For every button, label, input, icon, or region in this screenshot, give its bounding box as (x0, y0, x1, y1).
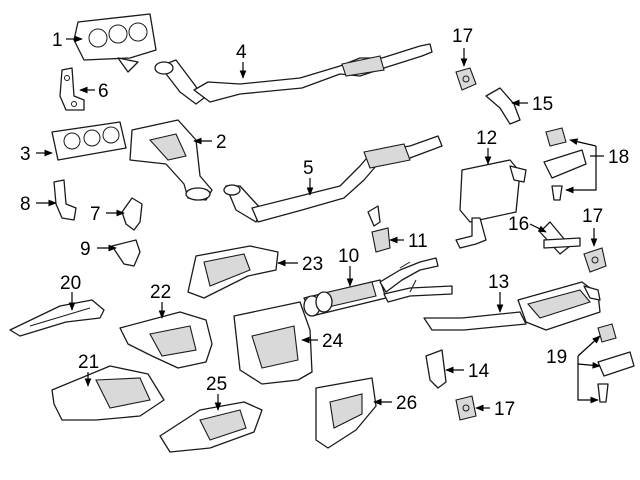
callout-17-bottom: 17 (494, 399, 515, 420)
callout-24: 24 (322, 331, 344, 352)
callout-5: 5 (303, 158, 314, 179)
callout-23: 23 (302, 254, 323, 275)
part-19-clamp-hardware (597, 323, 635, 403)
callout-21: 21 (78, 352, 99, 373)
callout-12: 12 (476, 128, 497, 149)
part-21-heat-shield (51, 365, 165, 421)
callout-7: 7 (90, 204, 101, 225)
part-3-gasket (51, 121, 127, 161)
callout-11: 11 (408, 231, 428, 252)
callout-17-top: 17 (452, 26, 473, 47)
part-24-heat-shield (233, 301, 313, 385)
callout-3: 3 (20, 144, 31, 165)
part-11-hanger (367, 205, 391, 253)
part-1-manifold-gasket (73, 13, 157, 73)
part-17-rubber-hanger-middle (583, 247, 607, 273)
callout-17-middle: 17 (582, 206, 603, 227)
part-17-rubber-hanger-top (455, 67, 477, 91)
callout-8: 8 (20, 194, 31, 215)
callout-16: 16 (508, 214, 529, 235)
callout-18: 18 (608, 147, 629, 168)
callout-2: 2 (216, 132, 227, 153)
part-13-rear-pipe-muffler (423, 281, 601, 331)
part-10-center-pipe (303, 257, 453, 317)
callout-labels: 1 2 3 4 5 6 7 8 9 10 11 12 13 14 15 16 1… (20, 26, 629, 420)
part-5-intermediate-pipe-converter (223, 135, 443, 223)
callout-9: 9 (80, 239, 91, 260)
callout-10: 10 (338, 246, 359, 267)
part-9-bracket (111, 239, 141, 267)
part-2-exhaust-manifold (129, 119, 213, 201)
part-7-bracket (121, 197, 143, 231)
part-14-hanger-bracket (425, 349, 447, 389)
callout-20: 20 (60, 273, 81, 294)
part-16-hanger-bracket (539, 221, 581, 255)
callout-4: 4 (236, 42, 247, 63)
part-26-heat-shield (315, 377, 377, 449)
callout-25: 25 (206, 374, 227, 395)
part-6-bracket (59, 67, 85, 111)
callout-1: 1 (52, 30, 63, 51)
part-12-rear-muffler (455, 159, 527, 249)
part-23-heat-shield (187, 245, 279, 299)
callout-22: 22 (150, 282, 171, 303)
callout-14: 14 (468, 361, 490, 382)
part-20-heat-shield (9, 299, 105, 337)
callout-13: 13 (488, 272, 509, 293)
part-18-clamp-hardware (543, 127, 587, 201)
part-25-heat-shield (159, 401, 263, 453)
callout-6: 6 (98, 81, 109, 102)
callout-15: 15 (532, 94, 553, 115)
callout-19: 19 (546, 347, 567, 368)
part-15-hanger-bracket (485, 87, 521, 125)
part-4-front-pipe-catalytic-converter (154, 43, 433, 105)
callout-26: 26 (396, 393, 417, 414)
part-22-heat-shield (119, 311, 213, 369)
part-8-bracket (53, 179, 77, 221)
part-17-rubber-hanger-bottom (455, 395, 477, 421)
leader-lines (36, 35, 604, 412)
